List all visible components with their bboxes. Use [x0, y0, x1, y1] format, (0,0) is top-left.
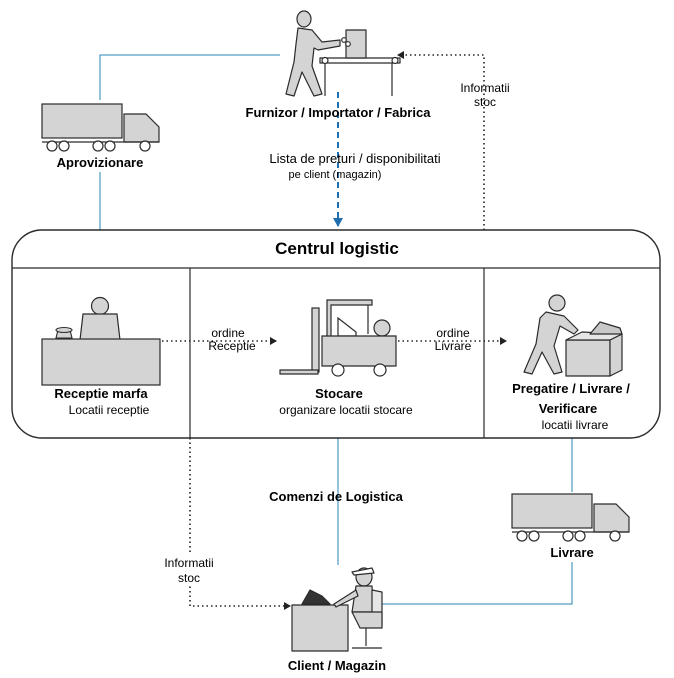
logistics-center-title: Centrul logistic — [275, 239, 399, 258]
price-list-line2: pe client (magazin) — [289, 169, 382, 181]
storage-subtitle: organizare locatii stocare — [279, 403, 413, 417]
receiving-subtitle: Locatii receptie — [69, 403, 150, 417]
truck-icon — [41, 103, 160, 152]
logistics-center: Centrul logistic Receptie marfa Locatii … — [11, 229, 661, 439]
price-list-line1: Lista de preturi / disponibilitati — [269, 151, 440, 166]
client-illustration: Client / Magazin — [288, 567, 386, 673]
picking-title-line1: Pregatire / Livrare / — [512, 381, 630, 396]
stock-info-bottom-line2: stoc — [178, 571, 200, 585]
receiving-title: Receptie marfa — [54, 386, 148, 401]
connector-lines — [99, 51, 573, 610]
logistics-orders-label: Comenzi de Logistica — [269, 489, 403, 504]
order-receiving-line1: ordine — [211, 326, 245, 340]
logistics-center-frame — [11, 229, 661, 439]
price-list-label: Lista de preturi / disponibilitati pe cl… — [269, 151, 440, 181]
stock-info-bottom-line1: Informatii — [164, 556, 213, 570]
stock-info-bottom-arrow — [189, 438, 291, 610]
person-at-computer-icon — [291, 567, 383, 652]
order-delivery-line1: ordine — [436, 326, 470, 340]
picking-title-line2: Verificare — [539, 401, 598, 416]
stock-info-top-line1: Informatii — [460, 81, 509, 95]
storage-section: Stocare organizare locatii stocare — [279, 299, 413, 417]
worker-at-conveyor-icon — [285, 10, 401, 97]
client-label: Client / Magazin — [288, 658, 386, 673]
receiving-section: Receptie marfa Locatii receptie — [41, 296, 161, 417]
delivery-truck: Livrare — [511, 493, 630, 560]
stock-info-bottom-label: Informatii stoc — [160, 554, 214, 586]
picking-subtitle: locatii livrare — [542, 418, 609, 432]
telephone-icon — [55, 326, 73, 339]
storage-title: Stocare — [315, 386, 363, 401]
stock-info-top-line2: stoc — [474, 95, 496, 109]
procurement-label: Aprovizionare — [57, 155, 144, 170]
truck-icon — [511, 493, 630, 542]
picking-section: Pregatire / Livrare / Verificare locatii… — [512, 294, 630, 432]
procurement-connector — [99, 54, 280, 100]
worker-packing-box-icon — [523, 294, 623, 377]
supplier-label: Furnizor / Importator / Fabrica — [246, 105, 432, 120]
order-receiving-line2: Receptie — [208, 339, 256, 353]
forklift-icon — [279, 299, 397, 377]
delivery-label: Livrare — [550, 545, 593, 560]
procurement-truck: Aprovizionare — [41, 103, 160, 170]
receptionist-at-desk-icon — [41, 296, 161, 386]
order-delivery-line2: Livrare — [435, 339, 472, 353]
stock-info-top-label: Informatii stoc — [460, 81, 509, 109]
supplier-illustration: Furnizor / Importator / Fabrica — [246, 10, 432, 120]
delivery-connector-lower — [380, 562, 573, 605]
